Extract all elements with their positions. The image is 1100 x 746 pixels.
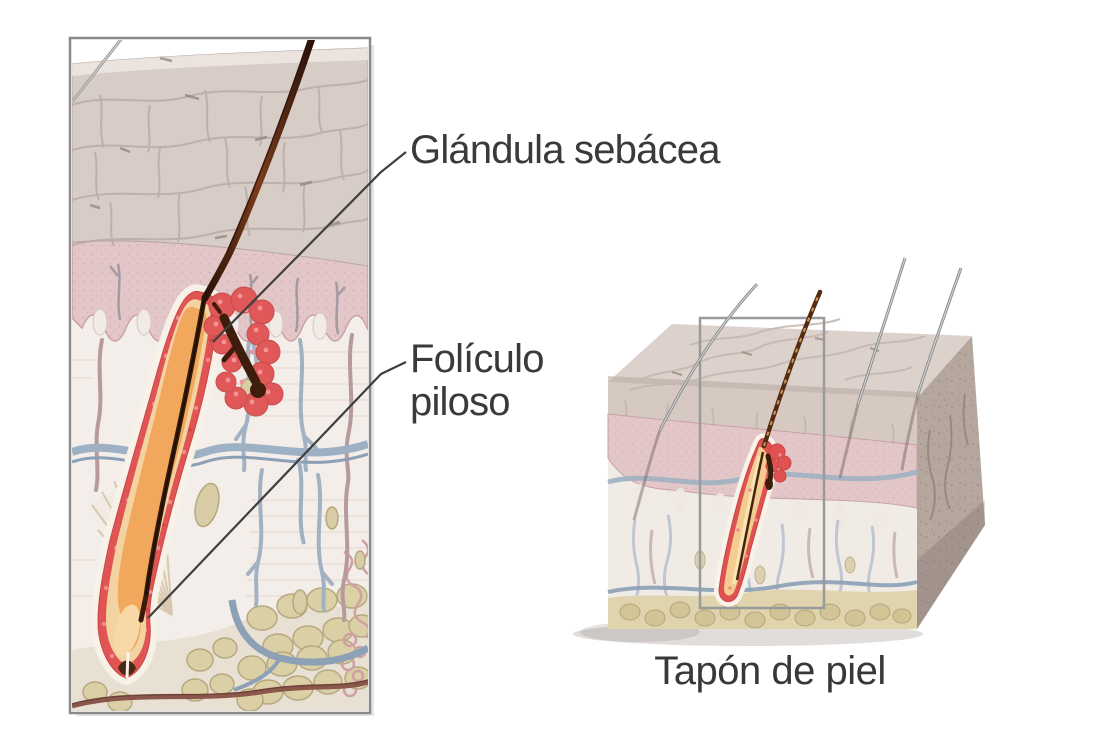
label-hair-follicle-line2: piloso — [410, 380, 510, 424]
block-gland-duct — [765, 453, 774, 483]
gland-granules — [213, 293, 271, 405]
block-hairs — [658, 257, 963, 449]
leader-line-hair-follicle — [147, 361, 407, 619]
skin-surface-layer — [72, 47, 368, 267]
pink-coil-structures — [340, 539, 368, 698]
bulb-cleft — [125, 651, 130, 679]
detail-panel — [68, 36, 374, 716]
hair-follicle — [90, 284, 226, 686]
fine-hair — [72, 40, 123, 103]
leader-line-sebaceous-gland — [212, 151, 407, 343]
label-hair-follicle-line1: Folículo — [410, 337, 544, 381]
hair-roots-submerged — [632, 393, 920, 521]
block-vessels-mauve — [649, 527, 899, 585]
block-side-face — [917, 336, 985, 629]
hair-root-core — [145, 299, 205, 597]
annotations: Glándula sebácea Folículo piloso — [147, 128, 722, 619]
deep-vessels — [72, 599, 368, 709]
surface-edge-strip — [608, 382, 917, 445]
horizontal-vessel-band — [72, 440, 368, 545]
label-sebaceous-gland: Glándula sebácea — [410, 128, 721, 172]
surface-crevices — [89, 56, 341, 240]
nerve-corpuscles — [194, 378, 366, 615]
follicle-bulb — [113, 604, 141, 656]
caption-skin-plug: Tapón de piel — [654, 649, 885, 693]
block-follicle — [713, 433, 792, 607]
hair-shaft — [201, 40, 316, 302]
sebaceous-gland — [203, 286, 284, 417]
panel-frame — [68, 36, 372, 715]
epidermis-layer — [72, 239, 368, 342]
skin-block: Tapón de piel — [573, 257, 985, 693]
highlight-box — [698, 316, 826, 610]
gland-duct — [212, 302, 266, 398]
